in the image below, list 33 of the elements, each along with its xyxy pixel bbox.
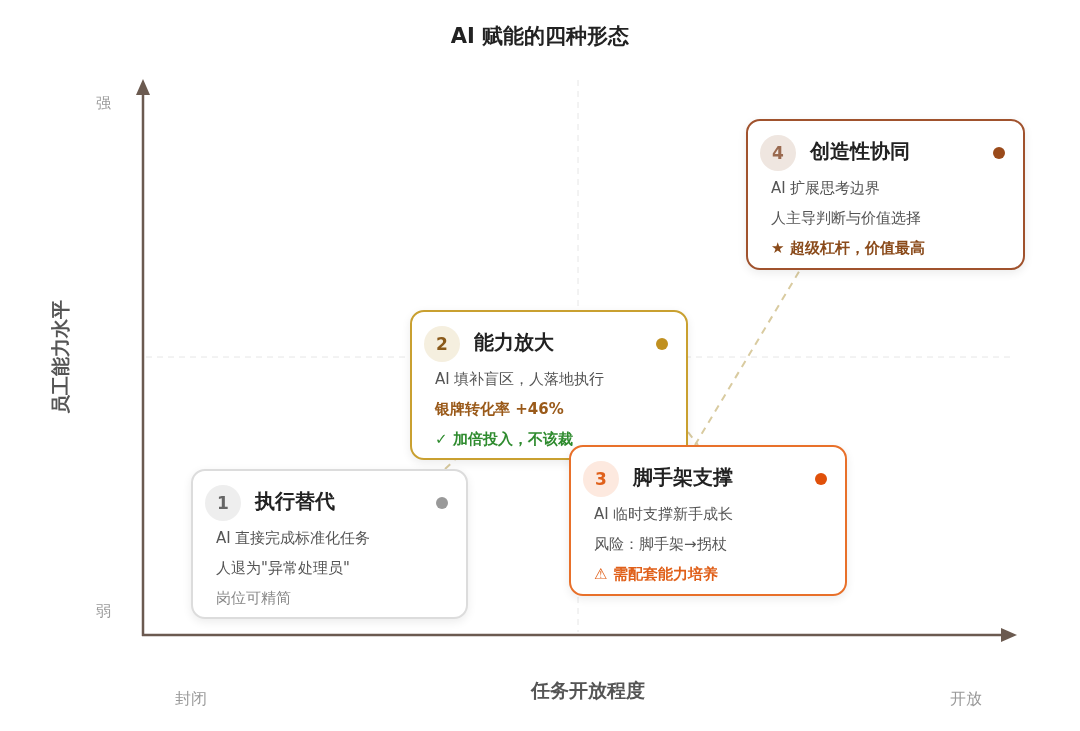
card-text: AI 扩展思考边界	[771, 179, 881, 198]
axis-tick-label: 封闭	[175, 689, 207, 710]
card-title: 能力放大	[474, 329, 554, 356]
quadrant-card	[569, 445, 847, 596]
card-title: 执行替代	[255, 488, 335, 515]
axis-title: 员工能力水平	[48, 299, 72, 416]
number-badge: 1	[205, 485, 241, 521]
dashed-connector	[687, 431, 699, 446]
quadrant-card	[746, 119, 1025, 270]
card-text: 银牌转化率 +46%	[435, 400, 564, 419]
quadrant-card	[410, 310, 688, 460]
axis-tick-label: 开放	[950, 689, 982, 710]
dashed-connector	[694, 269, 801, 446]
card-text: 风险：脚手架→拐杖	[594, 535, 727, 554]
card-text: AI 临时支撑新手成长	[594, 505, 734, 524]
axis-tick-label: 弱	[96, 602, 111, 621]
card-text: ★ 超级杠杆，价值最高	[771, 239, 925, 258]
number-badge: 2	[424, 326, 460, 362]
number-badge: 3	[583, 461, 619, 497]
axis-title: 任务开放程度	[529, 678, 646, 703]
number-badge: 4	[760, 135, 796, 171]
card-text: 岗位可精简	[216, 589, 291, 608]
quadrant-card	[191, 469, 468, 619]
card-title: 脚手架支撑	[633, 464, 733, 491]
card-text: AI 填补盲区，人落地执行	[435, 370, 605, 389]
card-title: 创造性协同	[810, 138, 910, 165]
card-text: 人主导判断与价值选择	[771, 209, 921, 228]
card-text: ⚠ 需配套能力培养	[594, 565, 718, 584]
card-text: ✓ 加倍投入，不该裁	[435, 430, 573, 449]
card-text: 人退为"异常处理员"	[216, 559, 350, 578]
chart-title: AI 赋能的四种形态	[449, 23, 631, 50]
axis-tick-label: 强	[96, 94, 111, 113]
card-text: AI 直接完成标准化任务	[216, 529, 371, 548]
